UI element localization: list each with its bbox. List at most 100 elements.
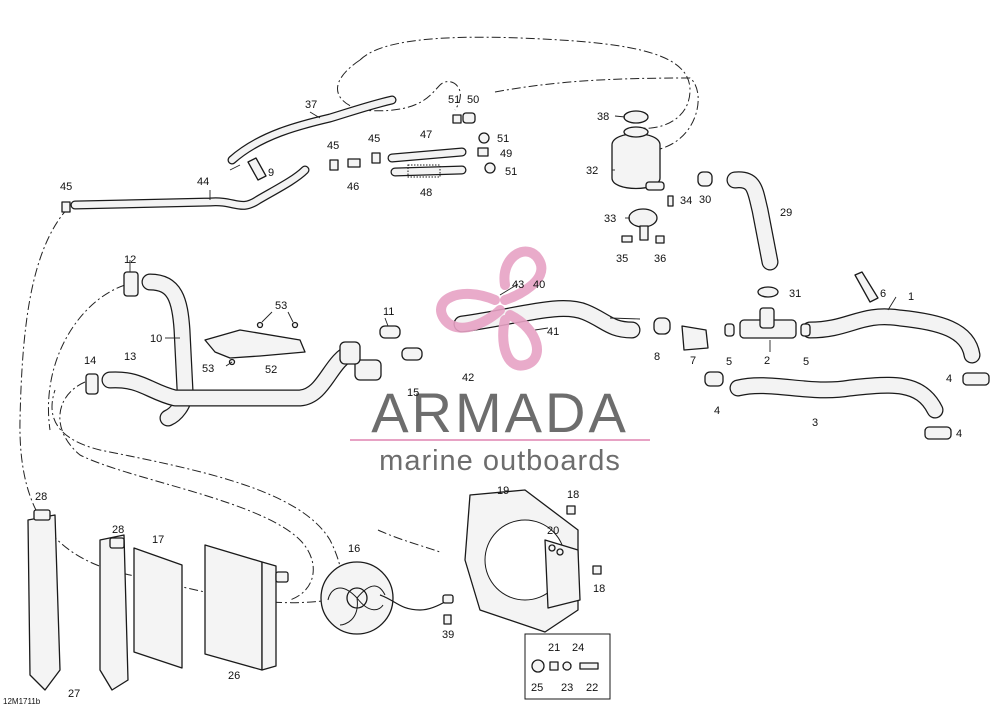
callout-5: 5 (726, 356, 732, 368)
callout-26: 26 (228, 670, 240, 682)
callout-15: 15 (407, 387, 419, 399)
nut-36 (655, 235, 665, 244)
callout-30: 30 (699, 194, 711, 206)
callout-3: 3 (812, 417, 818, 429)
callout-29: 29 (780, 207, 792, 219)
hose-47 (387, 147, 467, 163)
screw-39 (443, 614, 452, 625)
panel-left-inner (99, 534, 129, 691)
callout-44: 44 (197, 176, 209, 188)
fan-16 (320, 561, 454, 635)
leader-lines (129, 111, 897, 367)
clamp-4-a (962, 372, 990, 386)
clamp-5-left (724, 323, 735, 337)
hose-13 (101, 343, 361, 407)
callout-51: 51 (505, 166, 517, 178)
callout-40: 40 (533, 279, 545, 291)
callout-34: 34 (680, 195, 692, 207)
callout-18: 18 (567, 489, 579, 501)
clamp-4-c (704, 371, 724, 387)
clamp-15 (401, 347, 423, 361)
callout-19: 19 (497, 485, 509, 497)
clip-28-b (109, 537, 125, 549)
brand-tagline: marine outboards (379, 445, 621, 477)
hose-3 (729, 376, 944, 419)
callout-14: 14 (84, 355, 96, 367)
screen-17 (133, 547, 183, 669)
callout-45: 45 (60, 181, 72, 193)
callout-49: 49 (500, 148, 512, 160)
screw-34 (667, 195, 674, 207)
clamp-31 (757, 286, 779, 298)
nut-18-a (566, 505, 576, 515)
screw-35 (621, 235, 633, 243)
callout-7: 7 (690, 355, 696, 367)
clamp-11 (379, 325, 401, 339)
hose-44 (70, 165, 310, 210)
cap-38 (623, 110, 649, 124)
expansion-tank-32 (611, 126, 665, 191)
bracket-20 (544, 539, 581, 609)
callout-25: 25 (531, 682, 543, 694)
callout-20: 20 (547, 525, 559, 537)
callout-51: 51 (448, 94, 460, 106)
callout-1: 1 (908, 291, 914, 303)
callout-53: 53 (202, 363, 214, 375)
hardware-inset (524, 633, 611, 700)
radiator-26 (204, 544, 289, 671)
callout-8: 8 (654, 351, 660, 363)
clip-28-a (33, 509, 51, 521)
hose-10 (141, 273, 194, 427)
callout-53: 53 (275, 300, 287, 312)
brand-name: ARMADA (371, 381, 629, 444)
callout-37: 37 (305, 99, 317, 111)
callout-41: 41 (547, 326, 559, 338)
callout-32: 32 (586, 165, 598, 177)
callout-45: 45 (368, 133, 380, 145)
panel-27 (27, 514, 61, 691)
hose-1 (801, 308, 981, 364)
callout-28: 28 (35, 491, 47, 503)
fitting-14 (85, 373, 99, 395)
callout-5: 5 (803, 356, 809, 368)
callout-23: 23 (561, 682, 573, 694)
clamp-30 (697, 171, 713, 187)
callout-50: 50 (467, 94, 479, 106)
callout-33: 33 (604, 213, 616, 225)
hose-48 (390, 164, 467, 178)
callout-52: 52 (265, 364, 277, 376)
bracket-52 (204, 321, 306, 366)
callout-22: 22 (586, 682, 598, 694)
callout-18: 18 (593, 583, 605, 595)
callout-27: 27 (68, 688, 80, 700)
callout-12: 12 (124, 254, 136, 266)
callout-9: 9 (268, 167, 274, 179)
clamp-5-right (800, 323, 811, 337)
callout-13: 13 (124, 351, 136, 363)
callout-45: 45 (327, 140, 339, 152)
callout-4: 4 (946, 373, 952, 385)
clamp-8 (653, 317, 671, 335)
callout-38: 38 (597, 111, 609, 123)
callout-42: 42 (462, 372, 474, 384)
hose-37 (227, 95, 397, 165)
callout-46: 46 (347, 181, 359, 193)
fitting-12 (123, 271, 139, 297)
callout-48: 48 (420, 187, 432, 199)
callout-47: 47 (420, 129, 432, 141)
callout-16: 16 (348, 543, 360, 555)
callout-51: 51 (497, 133, 509, 145)
callout-24: 24 (572, 642, 584, 654)
bracket-33 (628, 208, 658, 241)
callout-4: 4 (714, 405, 720, 417)
callout-39: 39 (442, 629, 454, 641)
figure-reference-code: 12M1711b (3, 697, 41, 706)
elbow-15 (339, 341, 382, 381)
callout-labels: 1 2 3 4 4 4 5 5 6 7 8 9 10 11 12 13 14 1… (35, 94, 962, 700)
callout-17: 17 (152, 534, 164, 546)
tee-2 (739, 307, 797, 339)
callout-21: 21 (548, 642, 560, 654)
clamp-6 (854, 271, 879, 303)
callout-4: 4 (956, 428, 962, 440)
callout-28: 28 (112, 524, 124, 536)
